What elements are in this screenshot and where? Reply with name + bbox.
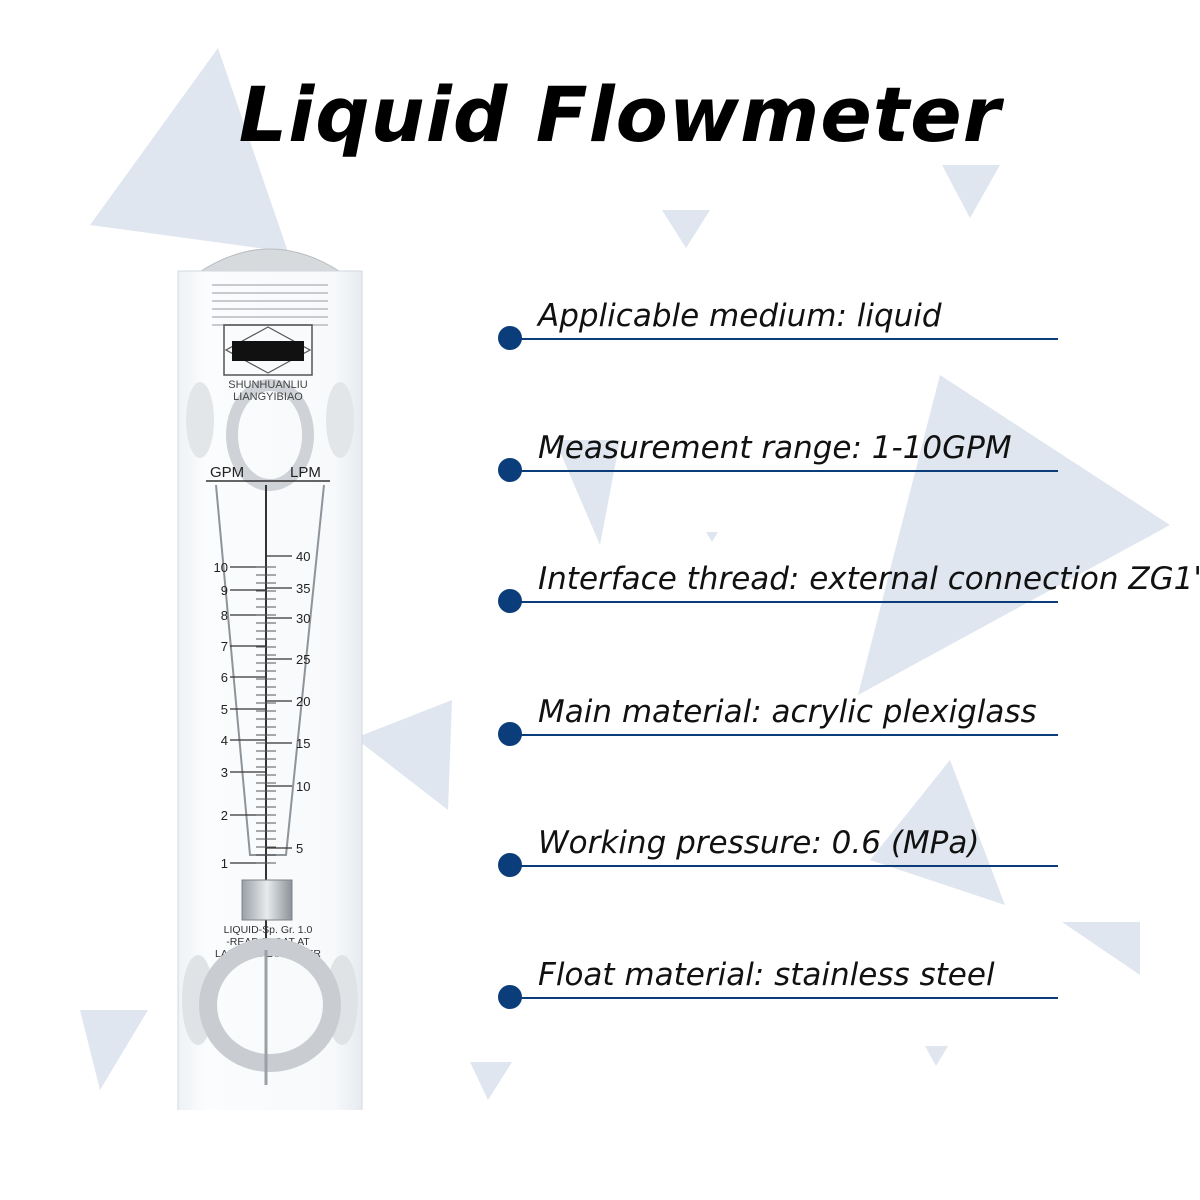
gpm-tick-label: 9 <box>221 583 228 598</box>
gpm-tick-label: 7 <box>221 639 228 654</box>
spec-row: Working pressure: 0.6 (MPa) <box>498 817 1058 877</box>
lpm-tick-label: 20 <box>296 694 310 709</box>
brand-line1: SHUNHUANLIU <box>228 379 308 391</box>
bg-triangle <box>470 1062 512 1100</box>
underline <box>510 601 1058 603</box>
gpm-tick-label: 6 <box>221 670 228 685</box>
bg-triangle <box>925 1046 948 1066</box>
brand-logo <box>223 324 313 376</box>
flowmeter-illustration: SHUNHUANLIU LIANGYIBIAO GPM LPM 1 2 3 4 5 6 7 8… <box>177 248 363 1110</box>
lpm-tick-label: 30 <box>296 611 310 626</box>
gpm-tick-label: 1 <box>221 856 228 871</box>
brand-line2: LIANGYIBIAO <box>233 391 303 403</box>
spec-text: Measurement range: 1-10GPM <box>538 430 1012 466</box>
outlet-ring <box>199 938 341 1072</box>
bg-triangle <box>858 375 1170 695</box>
spec-row: Main material: acrylic plexiglass <box>498 686 1058 746</box>
bg-triangle <box>706 532 718 542</box>
underline <box>510 470 1058 472</box>
meter-scale: 1 2 3 4 5 6 7 8 9 10 5 10 15 20 25 30 35 40 <box>214 549 311 871</box>
lpm-unit-label: LPM <box>290 464 321 481</box>
underline <box>510 865 1058 867</box>
gpm-unit-label: GPM <box>210 464 244 481</box>
note-line1: LIQUID-Sp. Gr. 1.0 <box>224 924 313 936</box>
lpm-tick-label: 15 <box>296 736 310 751</box>
gpm-tick-label: 5 <box>221 702 228 717</box>
underline <box>510 338 1058 340</box>
lpm-tick-label: 35 <box>296 581 310 596</box>
spec-text: Float material: stainless steel <box>538 957 995 993</box>
bg-triangle <box>870 760 1005 905</box>
spec-row: Measurement range: 1-10GPM <box>498 422 1058 482</box>
bg-triangle <box>80 1010 148 1090</box>
gpm-tick-label: 4 <box>221 733 228 748</box>
spec-text: Interface thread: external connection ZG… <box>538 561 1200 597</box>
lpm-tick-label: 40 <box>296 549 310 564</box>
spec-row: Interface thread: external connection ZG… <box>498 553 1200 613</box>
gpm-tick-label: 2 <box>221 808 228 823</box>
upper-bore <box>226 379 314 491</box>
gpm-tick-label: 3 <box>221 765 228 780</box>
bg-triangle <box>90 48 288 252</box>
bg-triangle <box>1062 922 1140 975</box>
bg-triangle <box>942 165 1000 218</box>
spec-text: Main material: acrylic plexiglass <box>538 694 1037 730</box>
lpm-tick-label: 25 <box>296 652 310 667</box>
spec-text: Applicable medium: liquid <box>538 298 942 334</box>
gpm-tick-label: 8 <box>221 608 228 623</box>
underline <box>510 997 1058 999</box>
spec-row: Applicable medium: liquid <box>498 290 1058 350</box>
spec-row: Float material: stainless steel <box>498 949 1058 1009</box>
gpm-tick-label: 10 <box>214 560 228 575</box>
bg-triangle <box>662 210 710 248</box>
spec-text: Working pressure: 0.6 (MPa) <box>538 825 980 861</box>
page-title: Liquid Flowmeter <box>238 70 1002 159</box>
underline <box>510 734 1058 736</box>
top-cap <box>196 248 344 274</box>
steel-float <box>241 879 293 921</box>
lpm-tick-label: 10 <box>296 779 310 794</box>
lpm-tick-label: 5 <box>296 841 303 856</box>
bg-triangle <box>355 700 452 810</box>
bg-triangle <box>555 440 620 545</box>
